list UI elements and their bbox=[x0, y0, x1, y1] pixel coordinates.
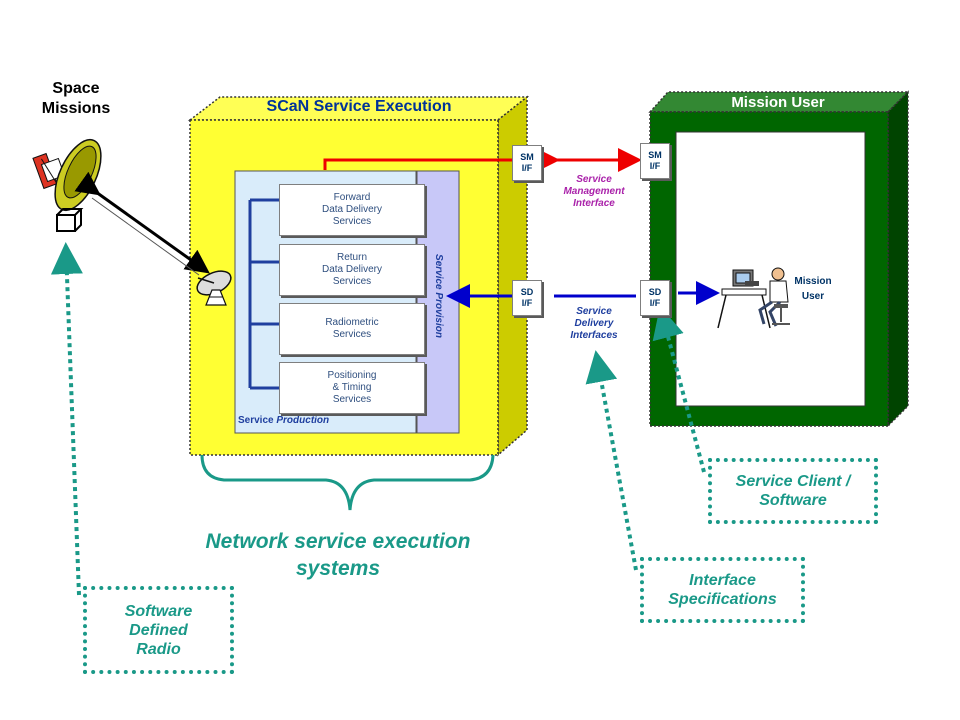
service-production-label: Service Production bbox=[238, 415, 378, 427]
satellite-icon bbox=[32, 138, 102, 212]
mission-user-box bbox=[648, 90, 910, 428]
space-missions-label: Space Missions bbox=[41, 80, 111, 117]
service-positioning-timing: Positioning & Timing Services bbox=[279, 362, 425, 414]
service-delivery-interfaces-label: Service Delivery Interfaces bbox=[570, 306, 618, 341]
sm-interface-scan: SM I/F bbox=[512, 145, 542, 181]
workstation-icon bbox=[717, 267, 790, 329]
service-return-data-delivery: Return Data Delivery Services bbox=[279, 244, 425, 296]
mission-box-top bbox=[648, 91, 910, 113]
service-provision-label: Service Provision bbox=[433, 254, 444, 338]
client-software-pointer bbox=[652, 306, 706, 473]
service-management-interface-label: Service Management Interface bbox=[563, 174, 625, 209]
space-link bbox=[74, 171, 210, 274]
network-brace bbox=[200, 454, 495, 511]
mission-box-side bbox=[887, 90, 909, 428]
network-execution-label: Network service execution systems bbox=[205, 530, 471, 580]
service-radiometric: Radiometric Services bbox=[279, 303, 425, 355]
mission-box-inner bbox=[675, 131, 866, 407]
service-production-emphasis: Production bbox=[276, 415, 330, 426]
scan-title: SCaN Service Execution bbox=[266, 98, 452, 115]
red-feed-line bbox=[323, 158, 512, 170]
space-link-shadow bbox=[91, 197, 200, 276]
scan-box-side bbox=[497, 95, 528, 457]
sd-interface-mission: SD I/F bbox=[640, 280, 670, 316]
sdr-callout: Software Defined Radio bbox=[83, 586, 234, 674]
interface-spec-pointer bbox=[585, 350, 638, 571]
mission-user-title: Mission User bbox=[731, 94, 825, 111]
service-client-software-callout: Service Client / Software bbox=[708, 458, 878, 524]
sm-interface-mission: SM I/F bbox=[640, 143, 670, 179]
sdr-pointer bbox=[50, 242, 83, 596]
sd-interface-scan: SD I/F bbox=[512, 280, 542, 316]
interface-specifications-callout: Interface Specifications bbox=[640, 557, 805, 623]
ground-antenna-icon bbox=[196, 270, 232, 306]
service-forward-data-delivery: Forward Data Delivery Services bbox=[279, 184, 425, 236]
service-production-prefix: Service bbox=[238, 415, 277, 426]
cube-icon bbox=[56, 208, 84, 232]
mission-user-label: Mission User bbox=[794, 276, 832, 302]
service-bus bbox=[248, 198, 279, 390]
